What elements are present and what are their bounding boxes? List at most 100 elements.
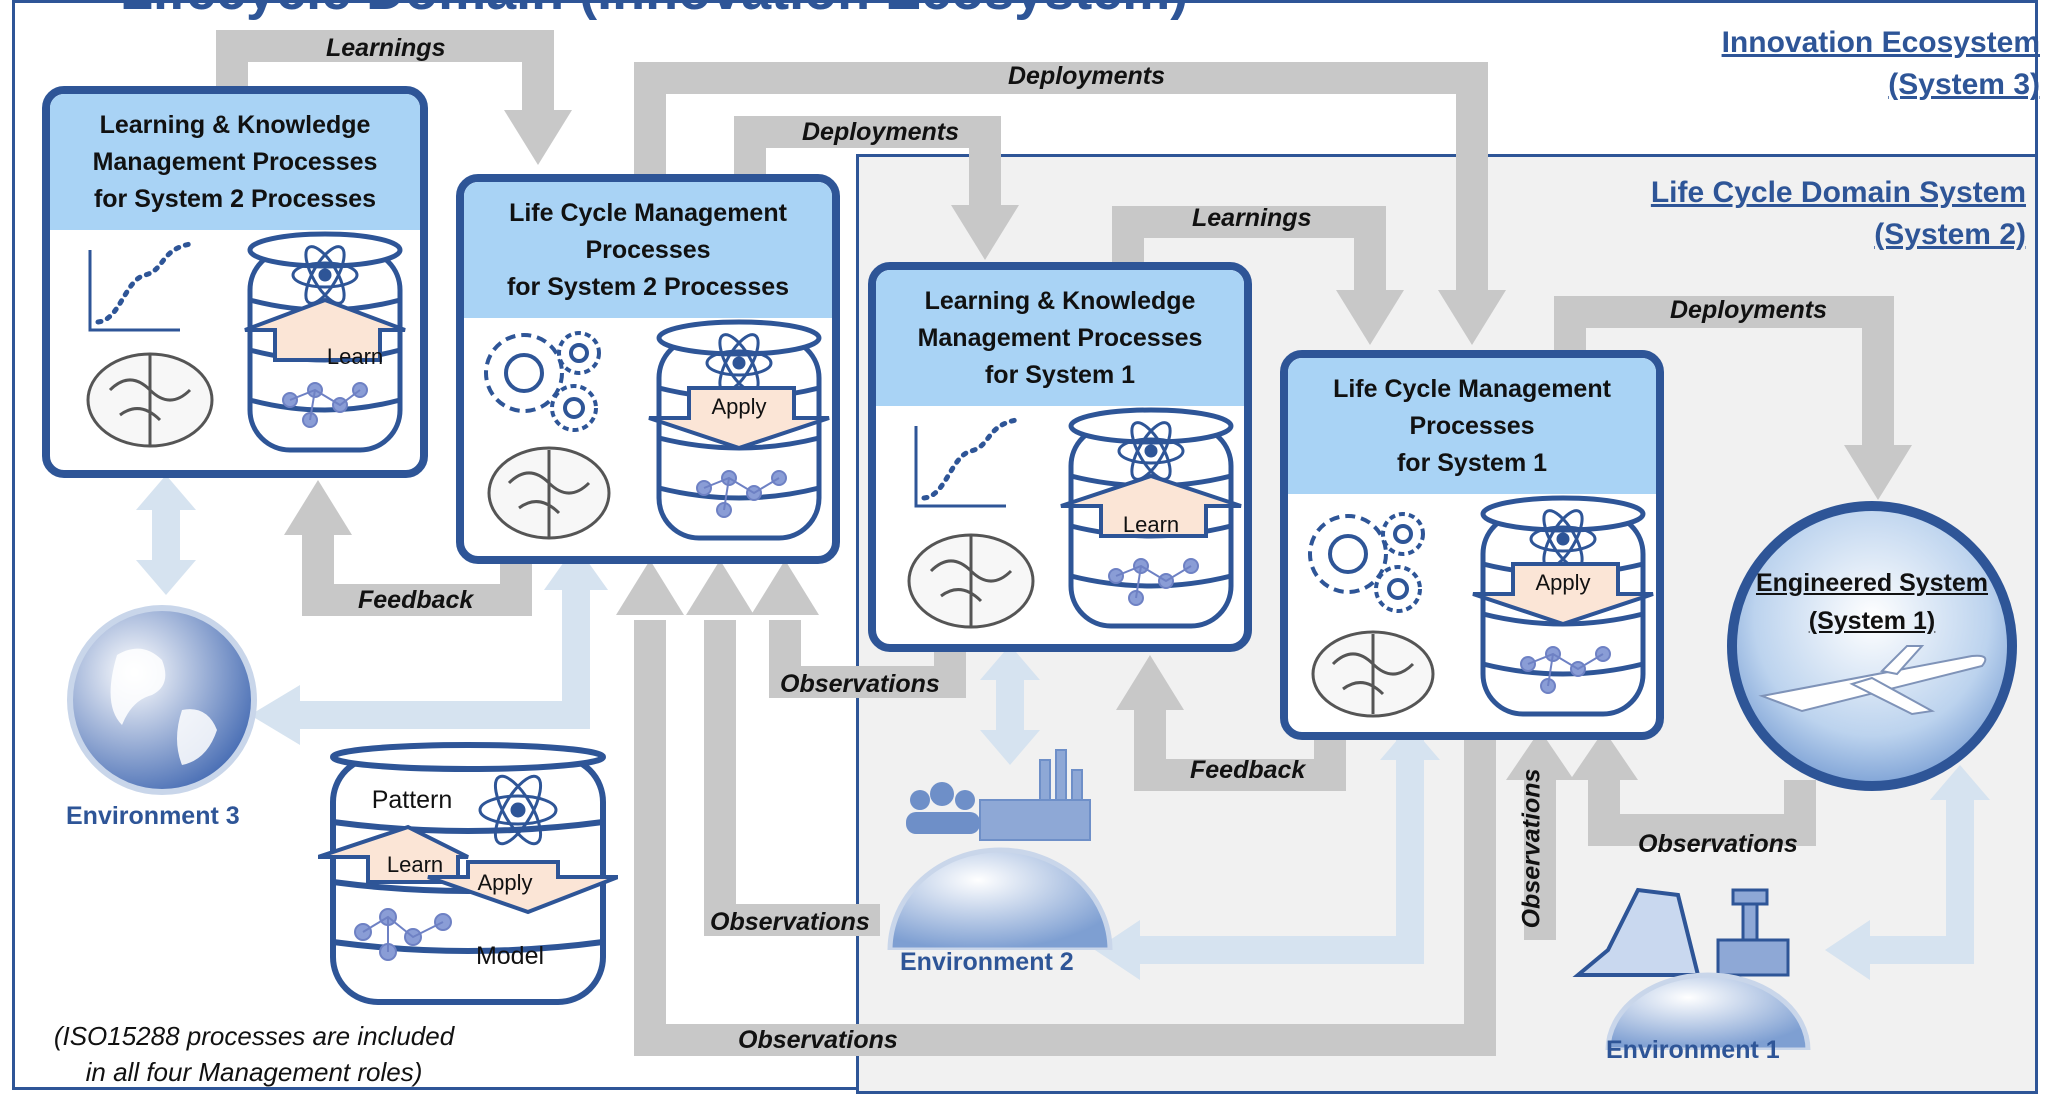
lcm-system1-art (1308, 495, 1654, 718)
lkm-system1-box: Learning & Knowledge Management Processe… (868, 262, 1252, 652)
learnings-top-label: Learnings (326, 34, 446, 62)
brain-icon (907, 533, 1035, 629)
lcm-system1-header: Life Cycle Management Processes for Syst… (1288, 358, 1656, 494)
learn-arrow-shape (1060, 473, 1242, 538)
lkm-system2-box: Learning & Knowledge Management Processe… (42, 86, 428, 478)
lcm-system2-header: Life Cycle Management Processes for Syst… (464, 182, 832, 318)
deployments-mid-label: Deployments (802, 118, 959, 146)
growth-chart-icon (914, 417, 1019, 508)
environment1-icon (1572, 887, 1811, 1050)
atom-icon (291, 245, 359, 305)
legend-learn-label: Learn (386, 852, 444, 877)
observations-3-head (616, 560, 684, 615)
lcm-system2-art (484, 319, 830, 541)
env3-link-arrow (290, 575, 590, 729)
apply-arrow-shape (427, 860, 618, 915)
observations-3-arrow (634, 620, 1496, 1056)
engineered-system-title: Engineered System (System 1) (1755, 569, 1989, 635)
atom-icon (1117, 421, 1185, 481)
environment3-label: Environment 3 (66, 802, 240, 830)
engineered-system-circle (1727, 501, 2017, 791)
env2-lcm1-link (1130, 740, 1424, 964)
brain-icon (86, 352, 214, 448)
deployments-top-label: Deployments (1008, 62, 1165, 90)
deployments-right-label: Deployments (1670, 296, 1827, 324)
lkm-system1-art (907, 407, 1242, 629)
molecule-icon (1520, 646, 1611, 694)
env1-engineered-link (1860, 790, 1974, 964)
observations-4-head (1570, 730, 1638, 780)
diagram-title-fragment: Lifecycle Domain (Innovation Ecosystem) (120, 0, 1188, 22)
feedback-left-arrow (302, 530, 532, 616)
apply-arrow-shape (1472, 562, 1654, 627)
observations-2-label: Observations (710, 908, 870, 936)
observations-1-arrow (769, 620, 966, 698)
factory-icon (979, 749, 1091, 841)
observations-4-label: Observations (1638, 830, 1798, 858)
brain-icon (1311, 630, 1435, 718)
learnings-mid-head (1336, 290, 1404, 345)
control-tower-icon (1716, 888, 1790, 977)
life-cycle-domain-title: Life Cycle Domain System (System 2) (1560, 172, 2026, 256)
observations-2-arrow (704, 620, 880, 936)
atom-icon (478, 774, 558, 846)
gears-icon (1308, 512, 1425, 613)
learnings-top-head (504, 110, 572, 165)
molecule-icon (354, 908, 452, 961)
learnings-mid-label: Learnings (1192, 204, 1312, 232)
deployments-right-arrow (1554, 296, 1894, 450)
pattern-model-legend (318, 742, 618, 1005)
molecule-icon (282, 382, 368, 428)
apply-action-label: Apply (1535, 570, 1591, 595)
legend-pattern-label: Pattern (371, 786, 453, 814)
feedback-mid-arrow (1134, 700, 1346, 791)
deployments-mid-head (951, 205, 1019, 260)
feedback-left-head (284, 480, 352, 535)
legend-model-label: Model (475, 942, 545, 970)
observations-3-label: Observations (738, 1026, 898, 1054)
learn-action-label: Learn (326, 344, 384, 369)
lkm-system2-header: Learning & Knowledge Management Processe… (50, 94, 420, 230)
learn-arrow-shape (244, 297, 406, 362)
observations-2-head (686, 560, 754, 615)
growth-chart-icon (88, 241, 193, 332)
feedback-mid-label: Feedback (1190, 756, 1306, 784)
iso-footnote: (ISO15288 processes are included in all … (53, 1021, 455, 1087)
lkm-system1-header: Learning & Knowledge Management Processe… (876, 270, 1244, 406)
learn-arrow-shape (318, 824, 469, 884)
environment1-label: Environment 1 (1606, 1036, 1780, 1064)
deployments-top-arrow (634, 62, 1488, 300)
feedback-mid-head (1116, 655, 1184, 710)
learnings-mid-arrow (1112, 206, 1386, 300)
people-icon (906, 782, 980, 834)
lcm-system1-box: Life Cycle Management Processes for Syst… (1280, 350, 1664, 740)
lkm-system2-art (86, 231, 406, 453)
innovation-ecosystem-title: Innovation Ecosystem (System 3) (1600, 22, 2040, 106)
observations-1-label: Observations (780, 670, 940, 698)
apply-action-label: Apply (711, 394, 767, 419)
lcm-system2-box: Life Cycle Management Processes for Syst… (456, 174, 840, 564)
apply-arrow-shape (648, 386, 830, 451)
innovation-title-line1: Innovation Ecosystem (1721, 26, 2040, 59)
deployments-right-head (1844, 445, 1912, 500)
observations-vertical-label: Observations (1517, 768, 1546, 929)
deployments-top-head (1438, 290, 1506, 345)
mountain-icon (1572, 887, 1701, 977)
atom-icon (1529, 509, 1597, 569)
observations-vertical-head (1506, 730, 1574, 780)
airplane-icon (1758, 645, 1987, 716)
innovation-title-line2: (System 3) (1888, 68, 2040, 101)
feedback-left-label: Feedback (358, 586, 474, 614)
deployments-mid-arrow (734, 116, 1001, 220)
molecule-icon (1108, 558, 1199, 606)
learn-action-label: Learn (1122, 512, 1180, 537)
legend-apply-label: Apply (477, 870, 533, 895)
molecule-icon (696, 470, 787, 518)
lifecycle-title-line2: (System 2) (1874, 218, 2026, 251)
observations-4-arrow (1588, 780, 1816, 846)
observations-1-head (751, 560, 819, 615)
environment3-globe-icon (67, 605, 257, 795)
learnings-top-arrow (216, 30, 554, 120)
